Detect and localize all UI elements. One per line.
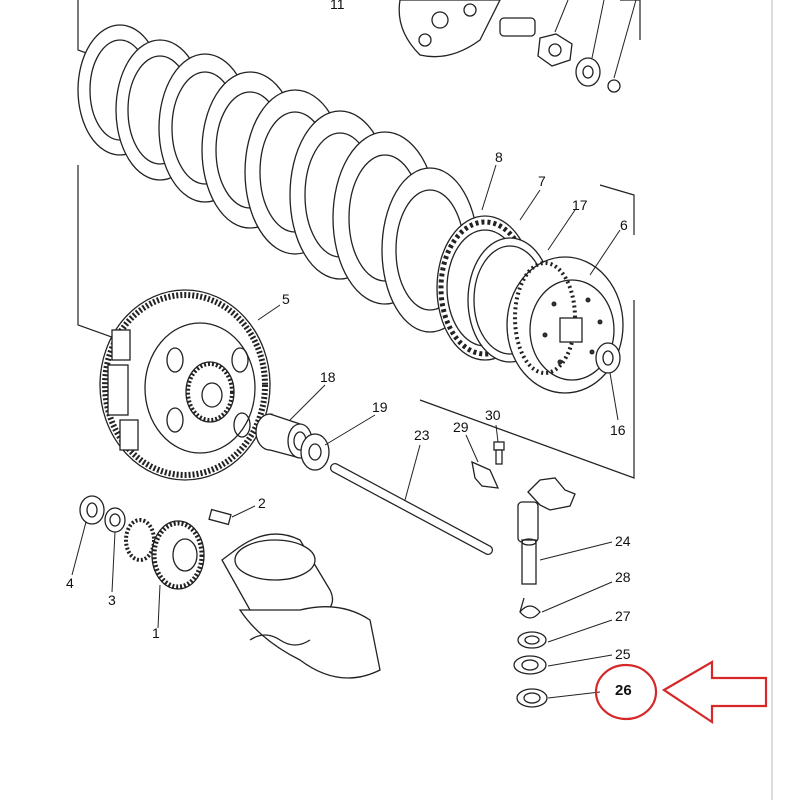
callout-numbers: 11 8 7 17 6 5 18 19 23 29 30 16 2 24 28 … bbox=[66, 0, 632, 699]
clutch-housing-part-5 bbox=[99, 289, 271, 481]
label-24: 24 bbox=[615, 533, 631, 549]
label-30: 30 bbox=[485, 407, 501, 423]
label-17: 17 bbox=[572, 197, 588, 213]
label-27: 27 bbox=[615, 608, 631, 624]
clutch-assembly-frame bbox=[77, 0, 641, 479]
seal-part-25 bbox=[513, 655, 547, 675]
highlight-annotation bbox=[594, 660, 768, 725]
label-1: 1 bbox=[152, 625, 160, 641]
pointing-arrow-icon bbox=[661, 660, 768, 725]
label-23: 23 bbox=[414, 427, 430, 443]
label-6: 6 bbox=[620, 217, 628, 233]
label-5: 5 bbox=[282, 291, 290, 307]
label-2: 2 bbox=[258, 495, 266, 511]
clutch-plate-stack bbox=[77, 24, 479, 333]
label-26: 26 bbox=[615, 682, 632, 699]
push-rod-part-23 bbox=[330, 463, 493, 555]
washer-part-16 bbox=[595, 342, 621, 374]
label-18: 18 bbox=[320, 369, 336, 385]
label-25: 25 bbox=[615, 646, 631, 662]
bolt-part-30 bbox=[493, 441, 505, 465]
washer-part-19 bbox=[300, 433, 330, 471]
crankshaft bbox=[221, 533, 381, 679]
label-4: 4 bbox=[66, 575, 74, 591]
push-lever-shaft-part-24 bbox=[517, 477, 576, 585]
key-part-2 bbox=[208, 508, 232, 526]
label-19: 19 bbox=[372, 399, 388, 415]
label-8: 8 bbox=[495, 149, 503, 165]
washer-part-27 bbox=[517, 631, 547, 649]
label-11: 11 bbox=[330, 0, 345, 12]
nut-part-4 bbox=[79, 495, 105, 525]
label-16: 16 bbox=[610, 422, 626, 438]
highlight-circle bbox=[594, 663, 658, 721]
gear-part-1 bbox=[124, 518, 205, 590]
bearing-part-26 bbox=[516, 688, 548, 708]
spring-part-28 bbox=[519, 597, 541, 619]
clutch-boss-part-6 bbox=[506, 256, 624, 394]
leader-lines bbox=[71, 164, 621, 699]
label-28: 28 bbox=[615, 569, 631, 585]
pressure-plate-part-11 bbox=[398, 0, 637, 93]
label-29: 29 bbox=[453, 419, 469, 435]
washer-part-3 bbox=[104, 507, 126, 533]
lever-part-29 bbox=[471, 460, 500, 489]
label-7: 7 bbox=[538, 173, 546, 189]
label-3: 3 bbox=[108, 592, 116, 608]
